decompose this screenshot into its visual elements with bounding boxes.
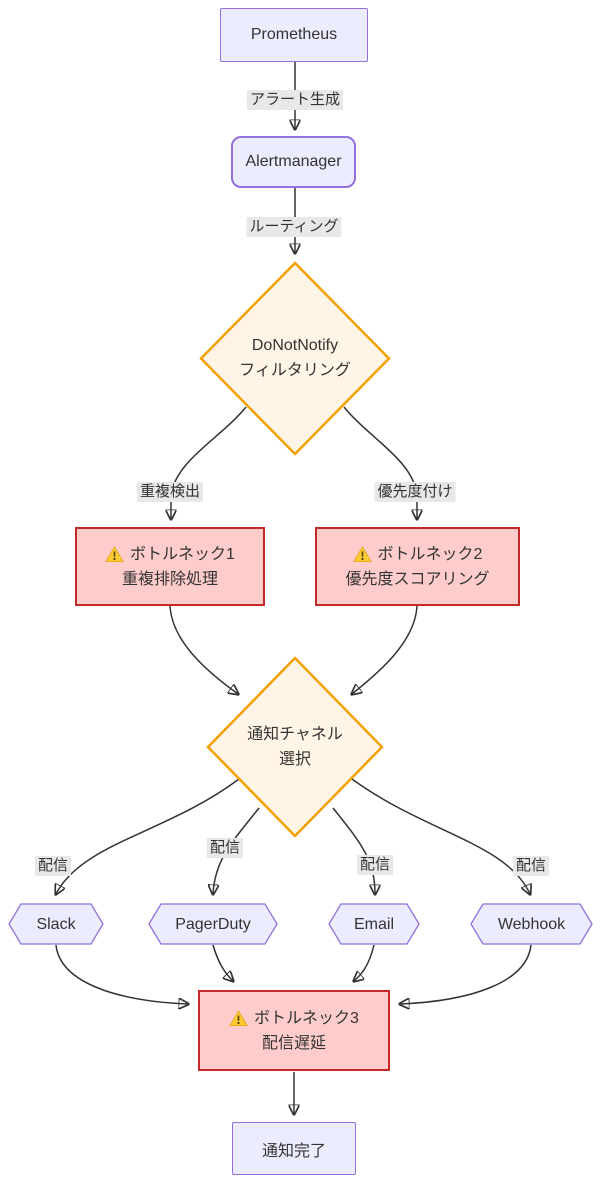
hexagon-shape [470,903,593,945]
edge-label-delivery-slack: 配信 [34,856,72,876]
node-slack-label: Slack [36,915,76,933]
edge-label-delivery-email: 配信 [356,855,394,875]
warning-icon [229,1009,248,1026]
node-webhook: Webhook [470,903,593,945]
node-bottleneck1-line1: ボトルネック1 [130,545,235,563]
node-bottleneck1-line2: 重複排除処理 [121,570,218,588]
hexagon-shape [8,903,104,945]
node-email: Email [328,903,420,945]
decision-donotnotify-line2: フィルタリング [239,362,351,379]
edge-label-duplicate-detection: 重複検出 [136,482,204,502]
decision-channel-line1: 通知チャネル [247,726,343,743]
node-complete-label: 通知完了 [261,1142,326,1160]
edge-bottleneck1-to-channel [169,605,238,694]
edge-slack-to-bottleneck3 [55,944,188,1004]
node-pagerduty-label: PagerDuty [175,915,251,933]
diamond-shape [206,656,384,838]
hexagon-shape [328,903,420,945]
node-alertmanager: Alertmanager [231,136,356,188]
warning-icon [353,545,372,562]
edge-label-delivery-webhook: 配信 [512,856,550,876]
edge-label-alert-generation: アラート生成 [246,90,344,110]
edge-pagerduty-to-bottleneck3 [212,944,233,981]
node-bottleneck2-line1: ボトルネック2 [377,545,483,563]
decision-donotnotify-line1: DoNotNotify [251,337,339,354]
node-slack: Slack [8,903,104,945]
node-bottleneck3: ボトルネック3 配信遅延 [198,990,390,1071]
edge-bottleneck2-to-channel [352,605,418,694]
diamond-shape [199,261,391,456]
node-webhook-label: Webhook [497,915,566,933]
node-bottleneck2: ボトルネック2 優先度スコアリング [315,527,520,606]
node-bottleneck2-line2: 優先度スコアリング [345,570,490,588]
edge-webhook-to-bottleneck3 [400,944,532,1004]
decision-channel-select: 通知チャネル 選択 [205,655,385,839]
edge-channel-to-email [332,807,375,894]
edge-label-routing: ルーティング [246,217,342,237]
node-bottleneck3-line1: ボトルネック3 [254,1009,359,1027]
edge-label-prioritization: 優先度付け [374,482,456,502]
node-email-label: Email [353,915,394,933]
node-bottleneck1: ボトルネック1 重複排除処理 [75,527,265,606]
edge-channel-to-slack [56,778,240,894]
node-prometheus: Prometheus [220,8,368,62]
edge-label-delivery-pagerduty: 配信 [206,838,244,858]
decision-channel-line2: 選択 [278,751,311,768]
node-alertmanager-label: Alertmanager [245,153,342,170]
warning-icon [105,545,124,562]
node-prometheus-label: Prometheus [250,26,338,43]
node-pagerduty: PagerDuty [148,903,278,945]
edge-channel-to-webhook [351,778,530,894]
edge-email-to-bottleneck3 [354,944,375,981]
node-bottleneck3-line2: 配信遅延 [261,1034,326,1052]
hexagon-shape [148,903,278,945]
node-complete: 通知完了 [232,1122,356,1175]
decision-donotnotify-filter: DoNotNotify フィルタリング [198,260,392,457]
